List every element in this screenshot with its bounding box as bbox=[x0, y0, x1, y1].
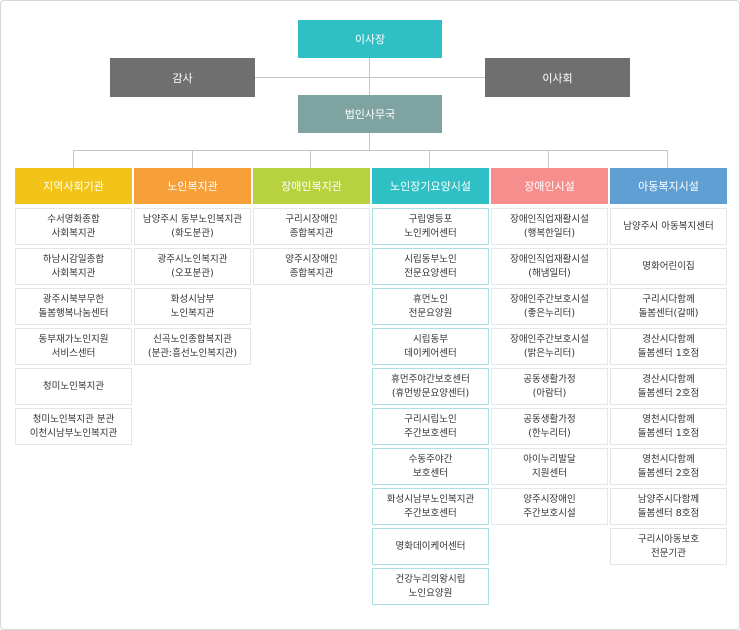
org-unit-box: 동부재가노인지원 서비스센터 bbox=[15, 328, 132, 365]
connector-col-6 bbox=[667, 150, 668, 168]
chairman-box: 이사장 bbox=[298, 20, 442, 58]
org-unit-box: 남양주시다함께 돌봄센터 8호점 bbox=[610, 488, 727, 525]
org-unit-box: 하남시감일종합 사회복지관 bbox=[15, 248, 132, 285]
auditor-box: 감사 bbox=[110, 58, 255, 97]
org-unit-box: 신곡노인종합복지관 (분관:흥선노인복지관) bbox=[134, 328, 251, 365]
column-list: 장애인직업재활시설 (행복한일터)장애인직업재활시설 (해냄일터)장애인주간보호… bbox=[491, 208, 608, 525]
org-unit-box: 광주시노인복지관 (오포분관) bbox=[134, 248, 251, 285]
org-unit-box: 구립영등포 노인케어센터 bbox=[372, 208, 489, 245]
office-box: 법인사무국 bbox=[298, 95, 442, 133]
org-unit-box: 청미노인복지관 분관 이천시남부노인복지관 bbox=[15, 408, 132, 445]
org-unit-box: 명화어린이집 bbox=[610, 248, 727, 285]
org-unit-box: 장애인주간보호시설 (밝은누리터) bbox=[491, 328, 608, 365]
board-box: 이사회 bbox=[485, 58, 630, 97]
column-list: 남양주시 동부노인복지관 (화도분관)광주시노인복지관 (오포분관)화성시남부 … bbox=[134, 208, 251, 365]
connector-horizontal-top bbox=[255, 77, 485, 78]
org-unit-box: 화성시남부 노인복지관 bbox=[134, 288, 251, 325]
org-unit-box: 수서명화종합 사회복지관 bbox=[15, 208, 132, 245]
org-unit-box: 경산시다함께 돌봄센터 2호점 bbox=[610, 368, 727, 405]
connector-col-3 bbox=[310, 150, 311, 168]
column-header: 노인장기요양시설 bbox=[372, 168, 489, 204]
org-unit-box: 휴먼노인 전문요양원 bbox=[372, 288, 489, 325]
connector-col-1 bbox=[73, 150, 74, 168]
column-header: 아동복지시설 bbox=[610, 168, 727, 204]
org-unit-box: 휴먼주야간보호센터 (휴먼방문요양센터) bbox=[372, 368, 489, 405]
org-unit-box: 경산시다함께 돌봄센터 1호점 bbox=[610, 328, 727, 365]
connector-col-4 bbox=[429, 150, 430, 168]
org-unit-box: 시립동부노인 전문요양센터 bbox=[372, 248, 489, 285]
org-unit-box: 명화데이케어센터 bbox=[372, 528, 489, 565]
org-unit-box: 장애인주간보호시설 (좋은누리터) bbox=[491, 288, 608, 325]
org-unit-box: 영천시다함께 돌봄센터 2호점 bbox=[610, 448, 727, 485]
org-unit-box: 건강누리의왕시립 노인요양원 bbox=[372, 568, 489, 605]
org-unit-box: 남양주시 아동복지센터 bbox=[610, 208, 727, 245]
connector-vertical-lower bbox=[369, 133, 370, 151]
org-unit-box: 장애인직업재활시설 (행복한일터) bbox=[491, 208, 608, 245]
org-unit-box: 청미노인복지관 bbox=[15, 368, 132, 405]
connector-vertical-main bbox=[369, 58, 370, 95]
column-header: 장애인시설 bbox=[491, 168, 608, 204]
column-header: 노인복지관 bbox=[134, 168, 251, 204]
column-header: 장애인복지관 bbox=[253, 168, 370, 204]
org-unit-box: 시립동부 데이케어센터 bbox=[372, 328, 489, 365]
org-unit-box: 양주시장애인 주간보호시설 bbox=[491, 488, 608, 525]
org-unit-box: 화성시남부노인복지관 주간보호센터 bbox=[372, 488, 489, 525]
connector-col-5 bbox=[548, 150, 549, 168]
org-unit-box: 광주시북부무한 돌봄행복나눔센터 bbox=[15, 288, 132, 325]
org-unit-box: 수동주야간 보호센터 bbox=[372, 448, 489, 485]
org-unit-box: 아이누리발달 지원센터 bbox=[491, 448, 608, 485]
column-disability-facilities: 장애인시설 장애인직업재활시설 (행복한일터)장애인직업재활시설 (해냄일터)장… bbox=[491, 168, 608, 528]
org-unit-box: 영천시다함께 돌봄센터 1호점 bbox=[610, 408, 727, 445]
column-header: 지역사회기관 bbox=[15, 168, 132, 204]
connector-col-2 bbox=[192, 150, 193, 168]
org-unit-box: 남양주시 동부노인복지관 (화도분관) bbox=[134, 208, 251, 245]
org-unit-box: 구리시아동보호 전문기관 bbox=[610, 528, 727, 565]
org-unit-box: 구리시장애인 종합복지관 bbox=[253, 208, 370, 245]
column-senior-welfare: 노인복지관 남양주시 동부노인복지관 (화도분관)광주시노인복지관 (오포분관)… bbox=[134, 168, 251, 368]
org-unit-box: 구리시다함께 돌봄센터(갈매) bbox=[610, 288, 727, 325]
org-unit-box: 구리시립노인 주간보호센터 bbox=[372, 408, 489, 445]
org-unit-box: 양주시장애인 종합복지관 bbox=[253, 248, 370, 285]
org-unit-box: 장애인직업재활시설 (해냄일터) bbox=[491, 248, 608, 285]
org-unit-box: 공동생활가정 (한누리터) bbox=[491, 408, 608, 445]
connector-horizontal-columns bbox=[73, 150, 667, 151]
org-unit-box: 공동생활가정 (아람터) bbox=[491, 368, 608, 405]
